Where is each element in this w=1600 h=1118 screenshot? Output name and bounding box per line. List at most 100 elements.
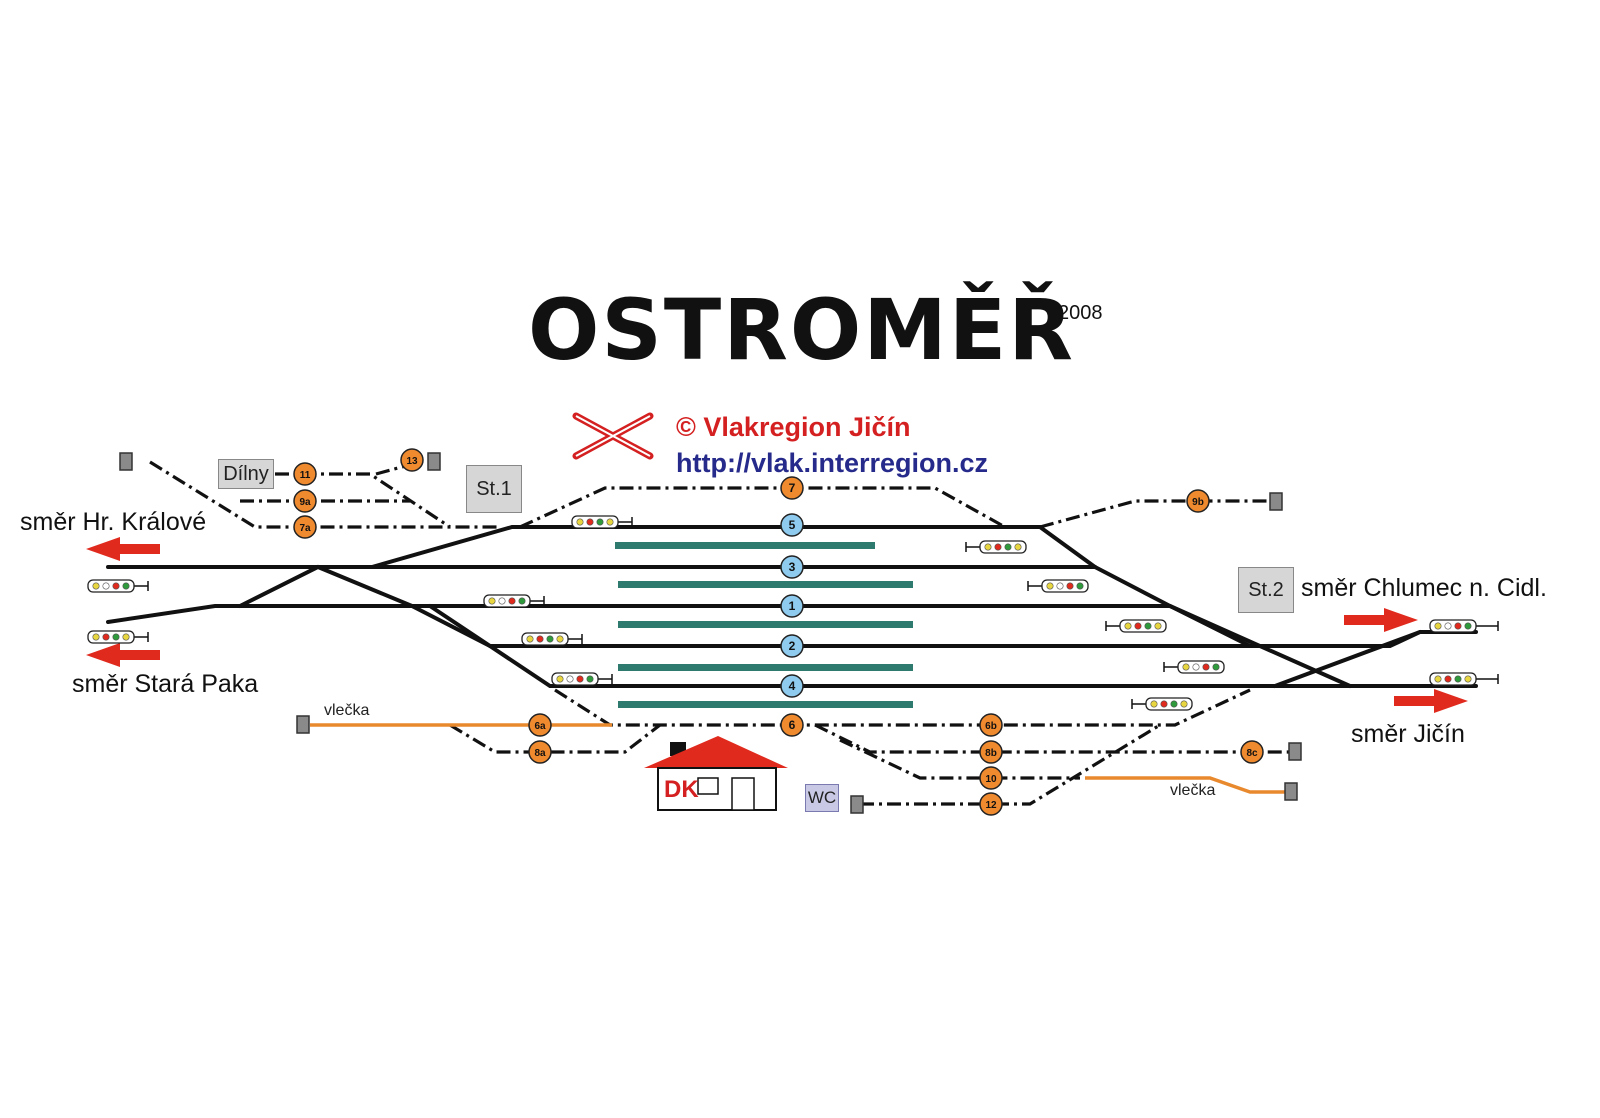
signals [87, 515, 1499, 711]
direction-jicin-label: směr Jičín [1351, 720, 1465, 748]
station-building-icon [644, 736, 788, 811]
signal-icon [483, 594, 545, 608]
station-title: OSTROMĚŘ [528, 281, 1075, 379]
siding-8b-line [814, 723, 1290, 754]
track-4-line [428, 604, 1478, 688]
buffer-stop-icon [296, 715, 310, 734]
track-3-east-line [1093, 565, 1172, 608]
signal-icon [1105, 619, 1167, 633]
website-link[interactable]: http://vlak.interregion.cz [676, 448, 989, 478]
track-badge-label: 7a [299, 523, 311, 534]
track-badge-label: 8b [985, 748, 997, 759]
arrow-left-icon [86, 643, 160, 667]
signal-icon [1429, 619, 1499, 633]
track-badge-1: 1 [780, 594, 804, 618]
buffer-stop-icon [1288, 742, 1302, 761]
track-badge-6a: 6a [528, 713, 552, 737]
signal-icon [1163, 660, 1225, 674]
signal-icon [1027, 579, 1089, 593]
track-badge-8a: 8a [528, 740, 552, 764]
track-badge-label: 1 [789, 599, 796, 613]
track-badge-label: 9b [1192, 497, 1204, 508]
arrow-left-icon [86, 537, 160, 561]
platform-3-1 [618, 581, 913, 588]
track-badge-2: 2 [780, 634, 804, 658]
track-badge-label: 7 [789, 481, 796, 495]
industrial-siding-east [1085, 776, 1285, 794]
arrow-right-icon [1344, 608, 1418, 632]
siding-12-line [860, 723, 1161, 806]
track-badge-6b: 6b [979, 713, 1003, 737]
crossover-west [238, 564, 414, 608]
siding-label-left: vlečka [324, 702, 370, 719]
track-badge-8c: 8c [1240, 740, 1264, 764]
direction-hradec-label: směr Hr. Králové [20, 508, 207, 536]
track-badge-label: 2 [789, 639, 796, 653]
siding-6-line [554, 688, 1251, 727]
signal-icon [571, 515, 633, 529]
arrow-right-icon [1394, 689, 1468, 713]
platform-5-3 [615, 542, 875, 549]
buffer-stop-icon [1284, 782, 1298, 801]
buffer-stop-icon [1269, 492, 1283, 511]
track-badge-label: 5 [789, 518, 796, 532]
track-badge-9b: 9b [1186, 489, 1210, 513]
track-badge-7: 7 [780, 476, 804, 500]
signal-icon [87, 579, 149, 593]
track-badge-4: 4 [780, 674, 804, 698]
platforms [615, 542, 913, 708]
direction-stara-paka-label: směr Stará Paka [72, 670, 259, 698]
crossover-east-b [1273, 630, 1422, 688]
buffer-stop-icon [850, 795, 864, 814]
track-badge-10: 10 [979, 766, 1003, 790]
platform-1-2 [618, 621, 913, 628]
track-badge-label: 11 [300, 470, 311, 481]
platform-2-4 [618, 664, 913, 671]
signal-icon [521, 632, 583, 646]
railway-crossing-logo-icon [572, 412, 654, 460]
copyright-text: © Vlakregion Jičín [676, 412, 911, 442]
st1-building: St.1 [466, 465, 522, 513]
signal-icon [1131, 697, 1193, 711]
track-badge-label: 6 [789, 718, 796, 732]
dk-label: DK [664, 776, 699, 803]
signal-icon [551, 672, 613, 686]
track-badge-label: 8a [534, 748, 546, 759]
wc-building: WC [805, 784, 839, 812]
track-badge-label: 6b [985, 721, 997, 732]
buffer-stop-icon [119, 452, 133, 471]
track-badge-5: 5 [780, 513, 804, 537]
siding-9b-line [1039, 499, 1270, 529]
track-badge-12: 12 [979, 792, 1003, 816]
track-5-line [370, 525, 1097, 569]
track-badge-8b: 8b [979, 740, 1003, 764]
track-badge-label: 9a [299, 497, 311, 508]
signal-icon [1429, 672, 1499, 686]
track-badge-label: 13 [406, 456, 418, 467]
year-label: 2008 [1058, 302, 1103, 324]
track-badge-label: 10 [985, 774, 997, 785]
siding-8a-line [449, 723, 661, 754]
track-badge-label: 6a [534, 721, 546, 732]
st2-building: St.2 [1238, 567, 1294, 613]
track-badge-label: 4 [789, 679, 796, 693]
siding-10-line [839, 738, 1080, 780]
buffer-stop-icon [427, 452, 441, 471]
track-badge-label: 12 [985, 800, 997, 811]
track-badge-label: 8c [1246, 748, 1258, 759]
track-badge-13: 13 [400, 448, 424, 472]
dilny-building: Dílny [218, 459, 274, 489]
signal-icon [87, 630, 149, 644]
track-badge-9a: 9a [293, 489, 317, 513]
track-badge-11: 11 [293, 462, 317, 486]
track-badge-7a: 7a [293, 515, 317, 539]
siding-7a-line [149, 460, 500, 529]
siding-7-line [519, 486, 1006, 529]
crossover-east-a [1168, 604, 1352, 688]
track-badge-6: 6 [780, 713, 804, 737]
track-badge-label: 3 [789, 560, 796, 574]
siding-label-right: vlečka [1170, 782, 1216, 799]
